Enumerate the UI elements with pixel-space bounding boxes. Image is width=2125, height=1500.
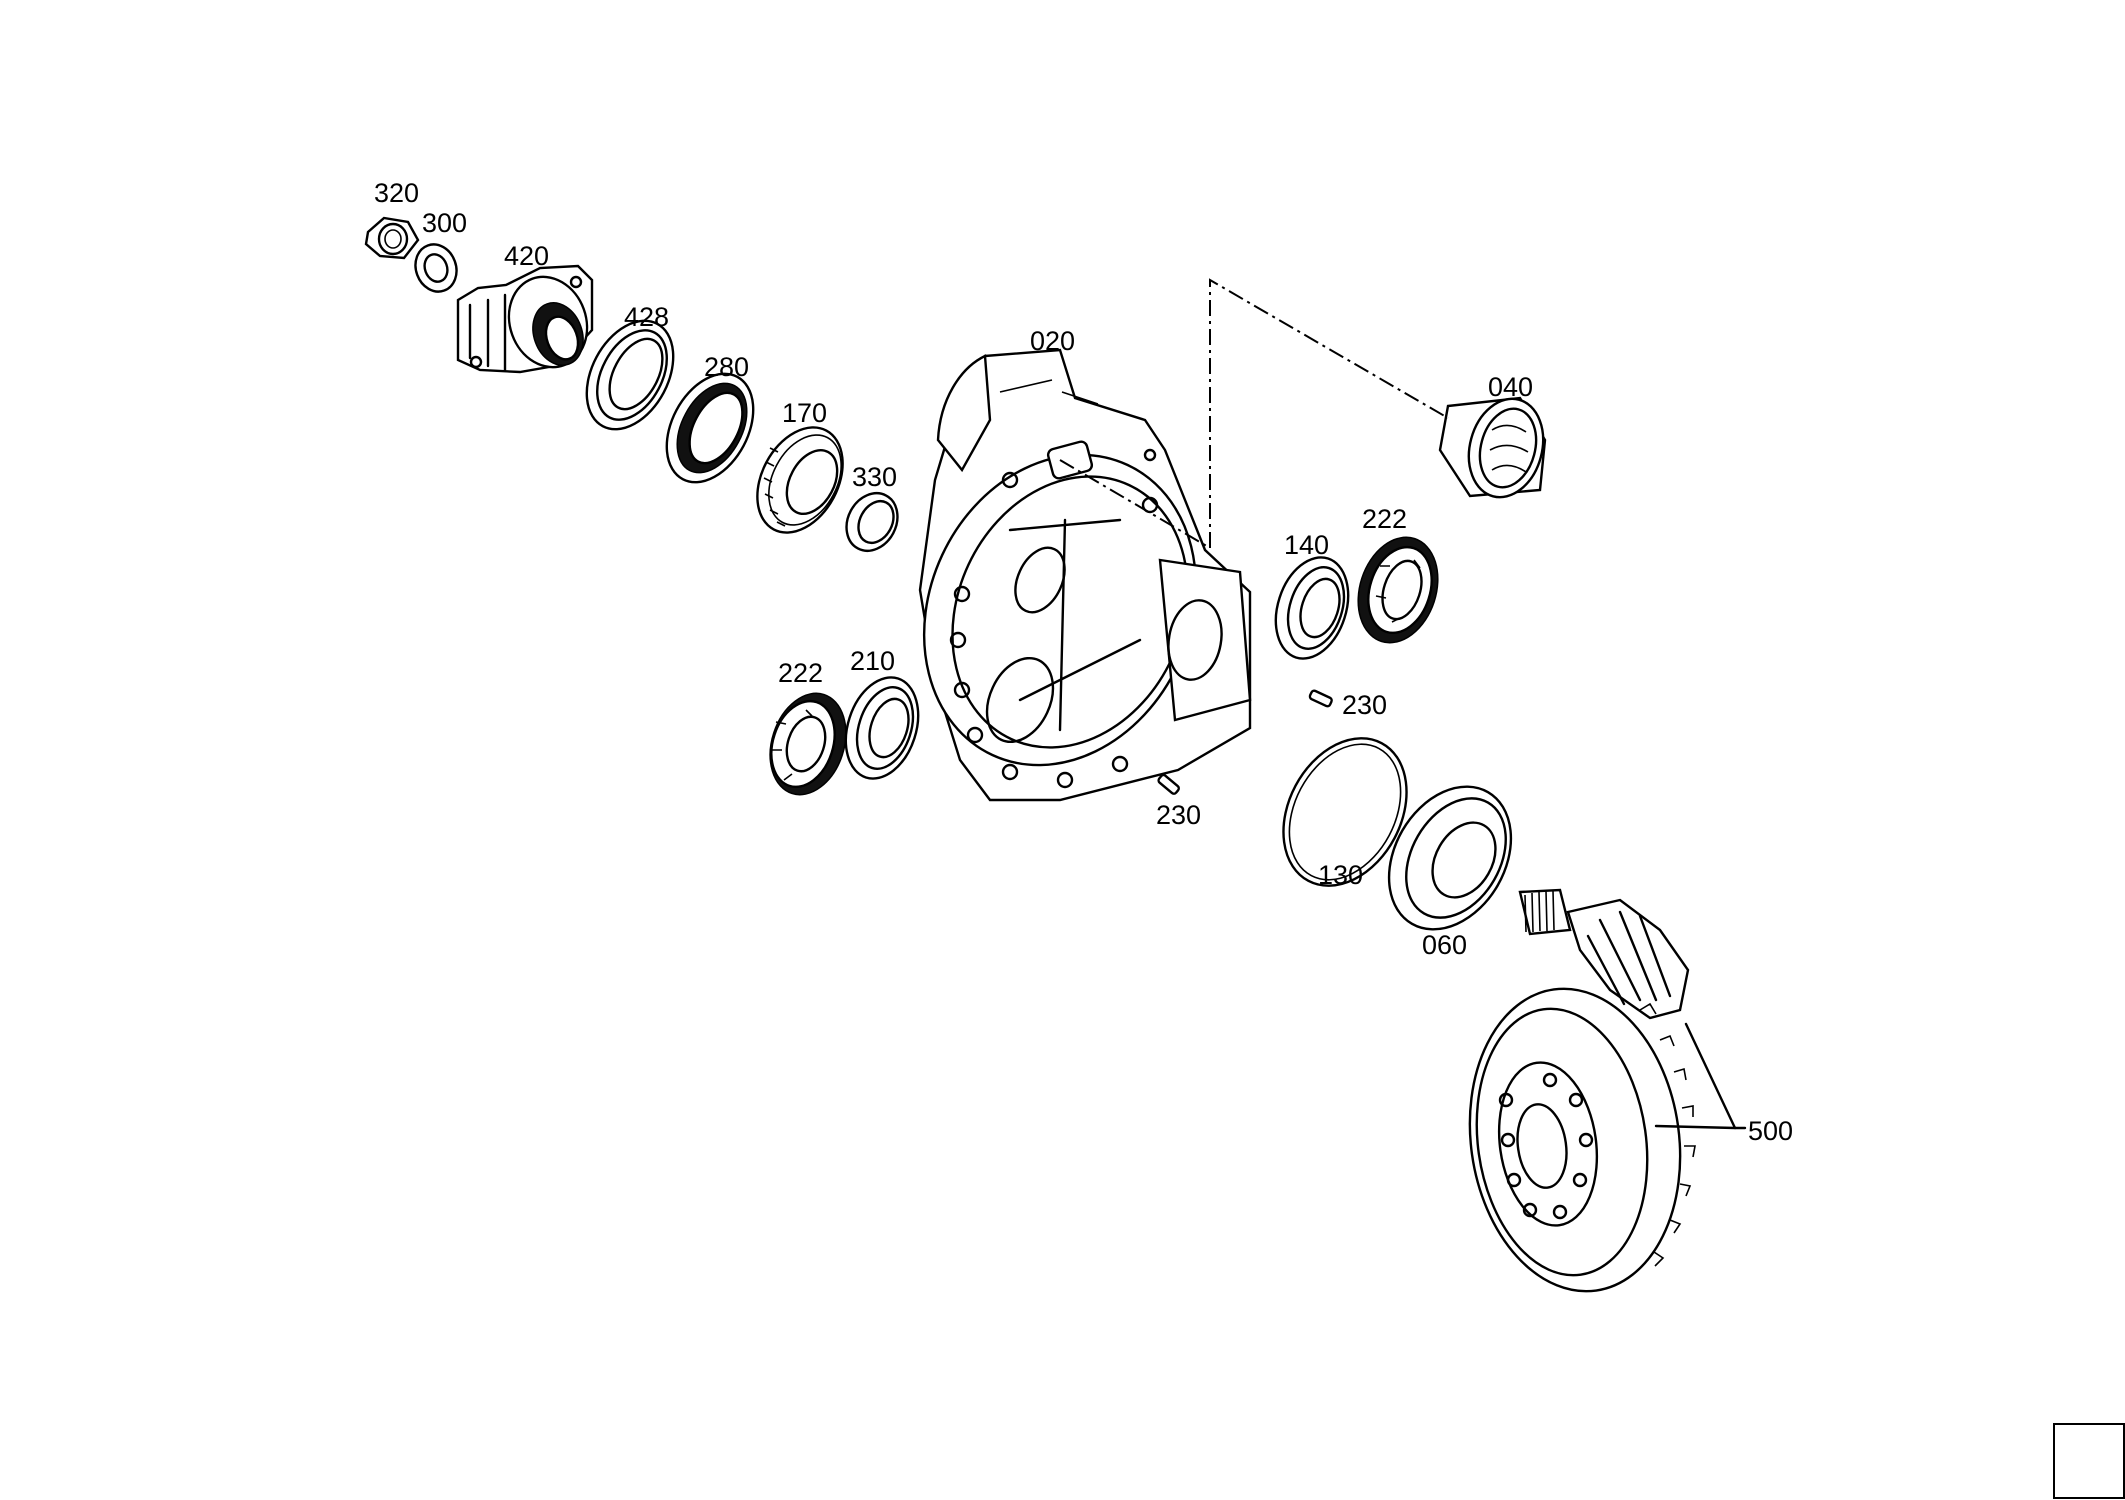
callout-020: 020 [1030,326,1075,356]
callout-130: 130 [1318,860,1363,890]
part-020-housing [918,348,1252,802]
part-230-pin-right [1308,689,1333,708]
part-330-spacer [845,492,899,552]
part-420-flange [456,264,594,374]
part-060-bearing [1387,785,1513,931]
callout-060: 060 [1422,930,1467,960]
part-222-slotted-nut-right [1357,536,1439,644]
part-280-shaft-seal [665,372,755,484]
callout-230-lower: 230 [1156,800,1201,830]
callout-280: 280 [704,352,749,382]
part-230-pin-lower [1157,773,1180,795]
corner-box [2053,1423,2125,1499]
part-428-seal [585,319,675,431]
part-040-bushing [1438,396,1547,499]
callout-320: 320 [374,178,419,208]
assembly-centerline [1209,278,1449,548]
callout-420: 420 [504,241,549,271]
callout-040: 040 [1488,372,1533,402]
part-500-pinion [1518,888,1690,1020]
callout-500: 500 [1748,1116,1793,1146]
callout-210: 210 [850,646,895,676]
callout-330: 330 [852,462,897,492]
part-210-bearing [844,676,920,780]
part-500-ring-gear [1468,987,1696,1293]
part-140-bearing [1274,556,1350,660]
callout-222-left: 222 [778,658,823,688]
callout-230-right: 230 [1342,690,1387,720]
part-130-o-ring [1282,737,1408,887]
part-170-roller-bearing [756,426,844,534]
callout-170: 170 [782,398,827,428]
part-300-washer [414,243,458,293]
part-320-hex-nut [364,216,420,260]
callout-140: 140 [1284,530,1329,560]
callout-300: 300 [422,208,467,238]
callout-428: 428 [624,302,669,332]
part-222-slotted-nut-left [769,692,847,796]
callout-222-right: 222 [1362,504,1407,534]
